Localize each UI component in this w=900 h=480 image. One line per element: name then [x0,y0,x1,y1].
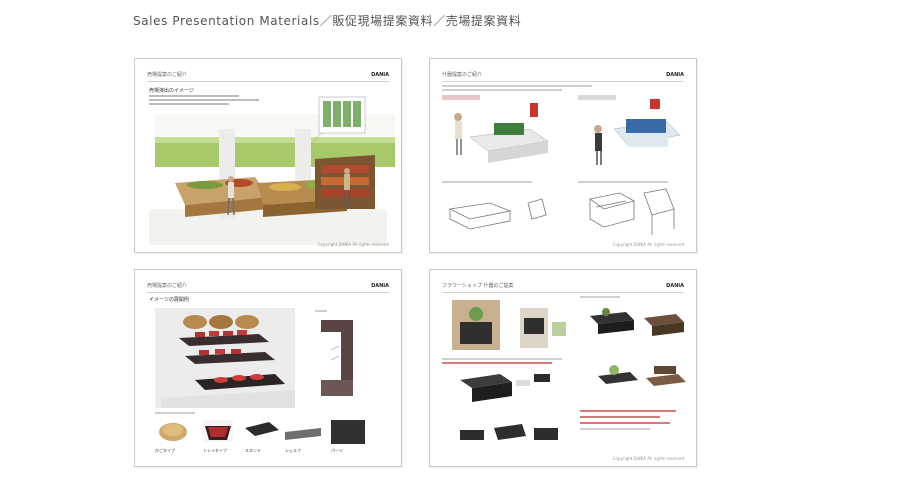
swatch-label-1: かごタイプ [155,448,175,453]
brand-logo: DANIA [371,72,389,78]
swatch-label-3: スタンド [245,448,261,453]
slide-store-rendering[interactable]: 売場提案のご紹介 DANIA 売場演出のイメージ [134,58,402,253]
slide-footer: Copyright DANIA All rights reserved [317,242,389,247]
swatch-label-4: シェルフ [285,448,301,453]
flower-shop-illustration [442,296,686,440]
swatch-label-5: パーツ [331,448,343,453]
slide-header: フラワーショップ 什器のご提案 DANIA [442,282,684,293]
slide-fixture-sketches[interactable]: 什器提案のご紹介 DANIA [429,58,697,253]
slide-flower-shop[interactable]: フラワーショップ 什器のご提案 DANIA [429,269,697,467]
slide-header: 売場提案のご紹介 DANIA [147,282,389,293]
slide-header: 什器提案のご紹介 DANIA [442,71,684,82]
slide-heading: フラワーショップ 什器のご提案 [442,283,514,289]
slide-heading: 売場提案のご紹介 [147,283,188,289]
store-render-illustration [149,95,395,245]
slide-shelving-render[interactable]: 売場提案のご紹介 DANIA イメージの展開例 [134,269,402,467]
brand-logo: DANIA [371,283,389,289]
slide-header: 売場提案のご紹介 DANIA [147,71,389,82]
slide-subheading: 売場演出のイメージ [149,88,194,94]
fixture-sketch-illustration [442,85,681,235]
slide-footer: Copyright DANIA All rights reserved [612,242,684,247]
swatch-label-2: トレイタイプ [203,448,227,453]
brand-logo: DANIA [666,283,684,289]
slide-footer: Copyright DANIA All rights reserved [612,456,684,461]
brand-logo: DANIA [666,72,684,78]
slide-heading: 什器提案のご紹介 [442,72,483,78]
slide-subheading: イメージの展開例 [149,297,189,303]
page-title: Sales Presentation Materials／販促現場提案資料／売場… [133,14,522,28]
shelving-render-illustration [155,308,365,444]
slide-heading: 売場提案のご紹介 [147,72,188,78]
